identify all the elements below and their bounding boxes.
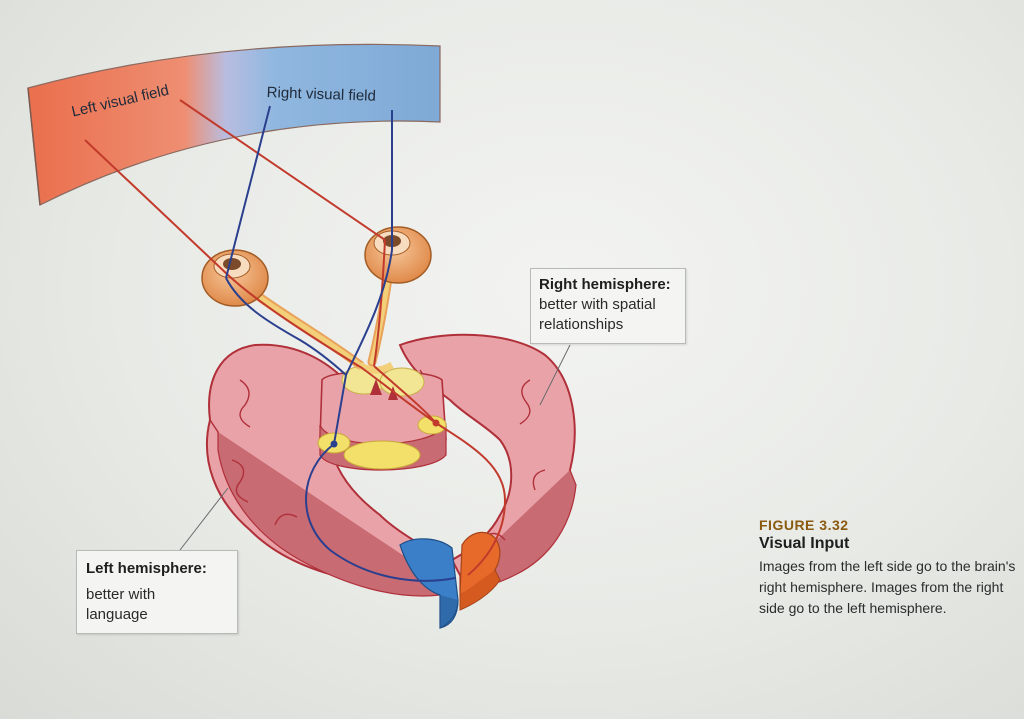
- right-hemisphere-leader: [539, 344, 571, 406]
- left-hemisphere-label: Left hemisphere: better with language: [76, 550, 238, 634]
- right-hemisphere-text-1: better with spatial: [539, 296, 656, 313]
- left-hemisphere-leader: [179, 487, 229, 551]
- right-eye: [364, 226, 432, 284]
- right-hemisphere-text-2: relationships: [539, 316, 624, 333]
- visual-field-band: [27, 43, 441, 206]
- figure-caption-text: Images from the left side go to the brai…: [759, 558, 1016, 616]
- right-hemisphere-title: Right hemisphere:: [539, 276, 671, 293]
- right-hemisphere-label: Right hemisphere: better with spatial re…: [530, 268, 686, 344]
- left-hemisphere-text-1: better with: [86, 586, 156, 603]
- left-field-pathway: [84, 99, 507, 576]
- figure-number: FIGURE 3.32: [759, 517, 849, 533]
- figure-title: Visual Input: [759, 535, 850, 552]
- right-field-pathway: [225, 105, 456, 582]
- figure-caption: FIGURE 3.32 Visual Input Images from the…: [759, 517, 1019, 619]
- left-hemisphere-text-2: language: [86, 606, 148, 623]
- left-eye: [201, 249, 269, 307]
- left-hemisphere-title: Left hemisphere:: [86, 560, 207, 577]
